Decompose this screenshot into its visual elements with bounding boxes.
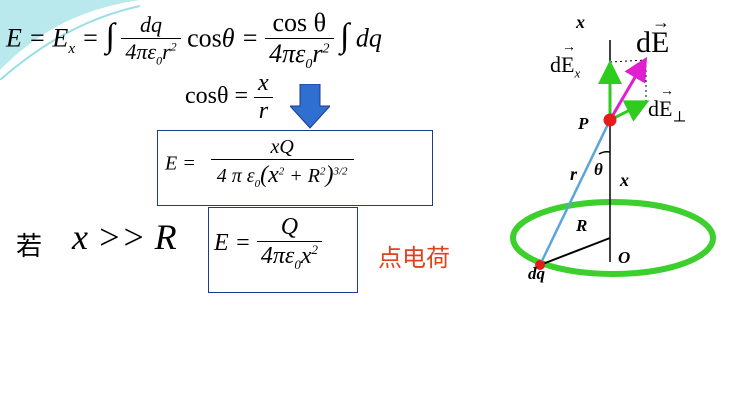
O-label: O — [618, 248, 631, 267]
top-integral-2: ∫ — [340, 17, 350, 55]
corner-swoosh-decoration — [0, 0, 140, 80]
cos-definition: cosθ = x r — [185, 70, 273, 125]
cos-den: r — [254, 97, 273, 125]
cos-num: x — [258, 70, 269, 96]
frac1-den-sup: 2 — [170, 40, 177, 55]
cos-fraction: x r — [254, 70, 273, 125]
frac2-den-sub: 0 — [305, 57, 313, 73]
dEx-value: dE — [550, 52, 575, 77]
point-lhs: E = — [214, 229, 251, 256]
r-label: r — [570, 164, 578, 184]
top-eq2: = — [241, 23, 259, 53]
dE-value: dE — [636, 26, 670, 59]
R-label: R — [576, 216, 588, 235]
theta-arc — [598, 151, 611, 155]
point-fraction: Q 4πε0x2 — [256, 214, 322, 273]
top-dq: dq — [355, 23, 382, 53]
dEx-arrow-icon: → — [562, 40, 576, 55]
point-charge-formula: E = Q 4πε0x2 — [214, 214, 322, 273]
dashed-line-top — [609, 59, 647, 63]
dE-label: dE→ — [636, 12, 670, 60]
theta-label: θ — [594, 160, 603, 179]
main-den-c: + R — [289, 165, 320, 187]
point-charge-box — [208, 207, 358, 293]
frac1-den-b: r — [162, 39, 171, 65]
dq-dot — [535, 260, 545, 270]
main-fraction: xQ 4 π ε0(x2 + R2)3/2 — [210, 136, 354, 192]
cos-lhs: cosθ = — [185, 83, 249, 110]
r-line — [538, 119, 612, 266]
x-distance-label: x — [620, 170, 629, 190]
top-lhs: E = E — [6, 23, 69, 53]
top-frac1-num: dq — [139, 12, 162, 38]
condition-ruo: 若 — [16, 232, 43, 262]
main-result-box — [157, 130, 433, 206]
main-den-b: (x — [260, 162, 279, 188]
top-frac1-den: 4πε0r2 — [121, 38, 181, 68]
dEperp-sub: ⊥ — [672, 109, 687, 126]
frac1-den-a: 4πε — [125, 39, 157, 65]
frac2-den-a: 4πε — [269, 39, 306, 68]
dEperp-value: dE — [648, 96, 673, 121]
charged-ring — [510, 199, 716, 277]
top-frac2-num: cos θ — [272, 8, 327, 37]
main-den-sup1: 2 — [278, 165, 285, 178]
main-den-a: 4 π ε — [216, 165, 255, 187]
frac2-den-sup: 2 — [322, 41, 330, 57]
main-den-sub: 0 — [254, 178, 261, 190]
main-den-sup2: 2 — [320, 165, 326, 178]
point-den-sup: 2 — [311, 242, 319, 257]
down-arrow-icon — [290, 84, 330, 129]
main-den-d: ) — [325, 162, 334, 188]
dE-arrow-icon: → — [652, 12, 670, 32]
main-lhs: E = — [165, 152, 196, 175]
top-integral: ∫ — [105, 17, 115, 55]
main-num: xQ — [270, 136, 294, 158]
point-P-dot — [603, 113, 617, 127]
top-theta: θ — [221, 23, 235, 53]
dEx-label: dE→x — [550, 40, 581, 81]
dE-vector — [608, 56, 648, 121]
dEx-text: dE→ — [550, 40, 576, 77]
ring-field-diagram — [510, 40, 716, 277]
frac1-den-sub: 0 — [156, 53, 163, 68]
dEx-sub: x — [574, 65, 581, 81]
top-fraction-2: cos θ 4πε0r2 — [265, 8, 334, 73]
dEperp-arrow-icon: → — [660, 84, 674, 99]
main-den-sup3: 3/2 — [333, 165, 348, 178]
main-result-formula: E = xQ 4 π ε0(x2 + R2)3/2 — [165, 136, 354, 192]
top-fraction-1: dq 4πε0r2 — [121, 12, 181, 68]
dEperp-label: dE→⊥ — [648, 84, 687, 126]
axis-x-label: x — [576, 12, 585, 32]
dEperp-text: dE→ — [648, 84, 674, 121]
top-cos: cos — [187, 23, 222, 53]
P-label: P — [578, 114, 589, 133]
point-den-a: 4πε — [260, 243, 295, 269]
main-den: 4 π ε0(x2 + R2)3/2 — [210, 159, 354, 192]
top-frac2-den: 4πε0r2 — [265, 38, 334, 73]
top-eq: = — [81, 23, 100, 53]
point-den: 4πε0x2 — [256, 241, 322, 273]
point-den-b: x — [300, 243, 312, 269]
point-charge-note: 点电荷 — [378, 244, 450, 272]
top-formula: E = Ex = ∫ dq 4πε0r2 cosθ = cos θ 4πε0r2… — [6, 8, 382, 73]
condition-expr: x >> R — [72, 217, 177, 257]
dE-text: dE→ — [636, 12, 670, 59]
dq-label: dq — [528, 264, 545, 283]
point-den-sub: 0 — [294, 256, 301, 272]
point-num: Q — [280, 214, 299, 240]
radius-line — [539, 237, 611, 266]
frac2-den-b: r — [312, 39, 323, 68]
top-sub-x: x — [68, 40, 75, 57]
